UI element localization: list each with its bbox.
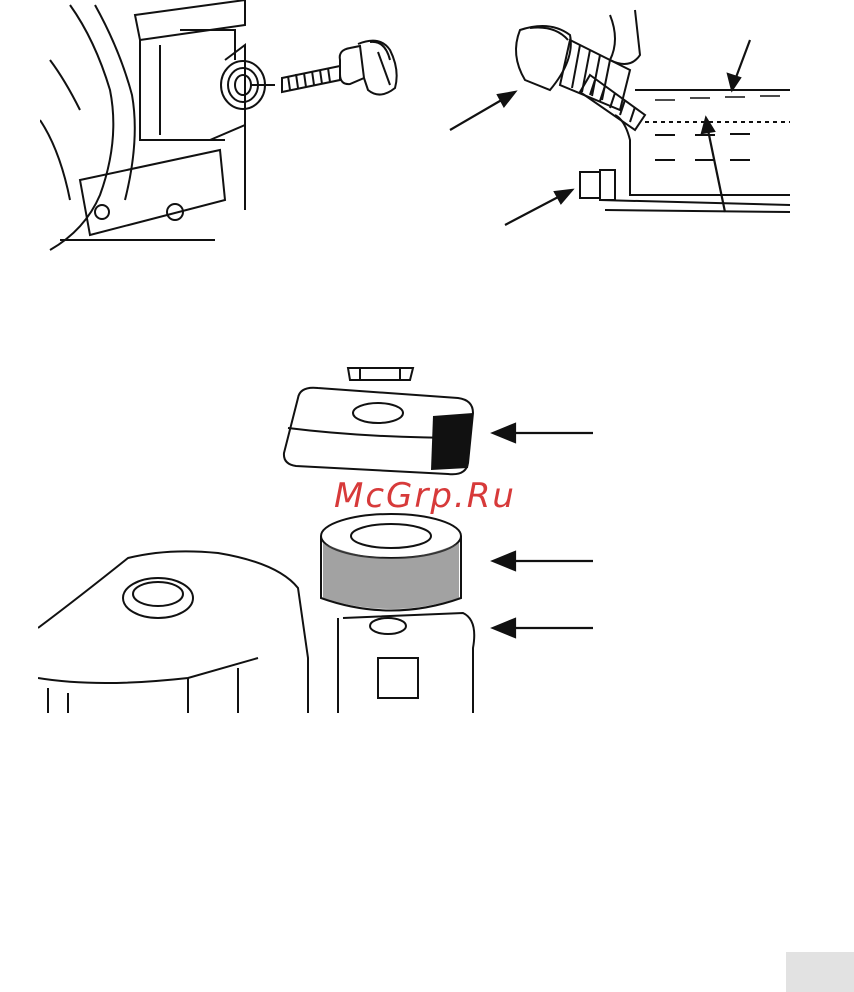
air-filter-exploded-illustration xyxy=(38,358,598,716)
page-number-tab xyxy=(786,952,854,992)
watermark: McGrp.Ru xyxy=(334,476,516,516)
drain-plug-cap-icon xyxy=(240,30,420,120)
oil-level-dipstick-illustration xyxy=(440,0,795,235)
